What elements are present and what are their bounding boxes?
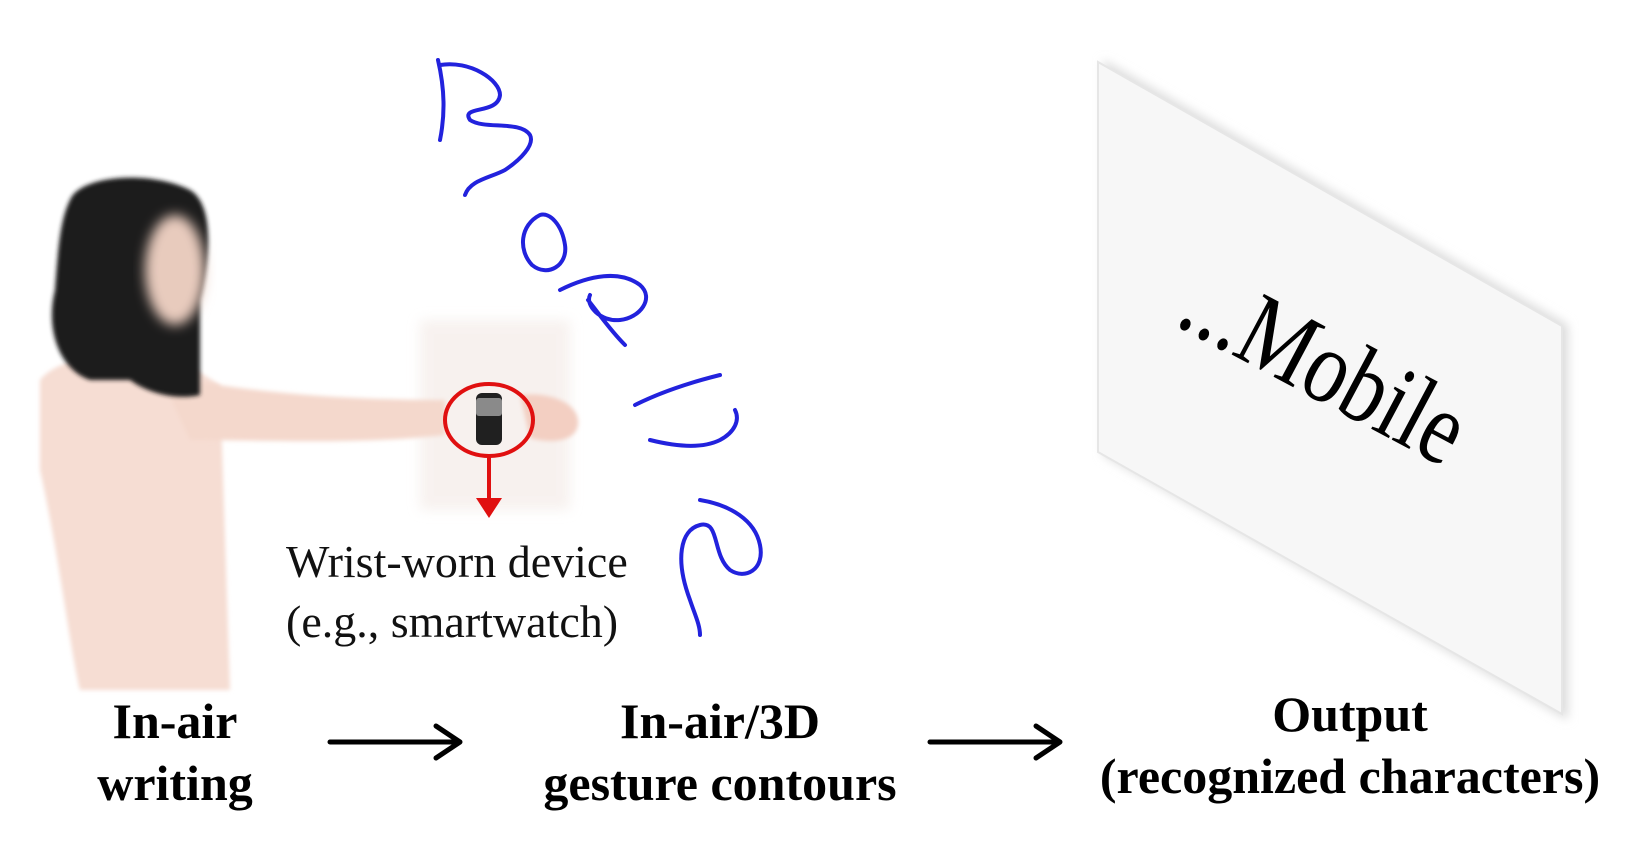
letter-b-stroke — [558, 273, 648, 347]
stage-writing-line1: In-air — [112, 693, 238, 749]
stage-contours-line2: gesture contours — [543, 755, 897, 811]
stage-contours-label: In-air/3D gesture contours — [500, 690, 940, 814]
device-caption-line1: Wrist-worn device — [286, 536, 628, 587]
stage-output-line1: Output — [1272, 686, 1428, 742]
letter-i-stroke — [633, 373, 722, 407]
stage-output-line2: (recognized characters) — [1099, 748, 1601, 804]
sweater — [40, 355, 230, 690]
stage-writing-line2: writing — [97, 755, 253, 811]
letter-o-stroke — [520, 212, 568, 273]
letter-l-stroke — [648, 408, 739, 448]
smartwatch-face — [476, 398, 502, 416]
screen-panel — [1097, 60, 1563, 716]
hand — [520, 394, 579, 441]
face — [145, 215, 205, 325]
right-arrow-head — [1033, 723, 1063, 761]
stage-contours-line1: In-air/3D — [620, 693, 820, 749]
arm — [160, 375, 445, 442]
device-caption: Wrist-worn device (e.g., smartwatch) — [286, 532, 706, 652]
letter-m-stroke — [436, 58, 533, 197]
stage-output-label: Output (recognized characters) — [1070, 683, 1630, 807]
red-arrow-head — [476, 498, 502, 518]
right-arrow-head — [433, 723, 463, 761]
letter-e-stroke — [679, 498, 763, 637]
stage-writing-label: In-air writing — [60, 690, 290, 814]
device-caption-line2: (e.g., smartwatch) — [286, 596, 619, 647]
